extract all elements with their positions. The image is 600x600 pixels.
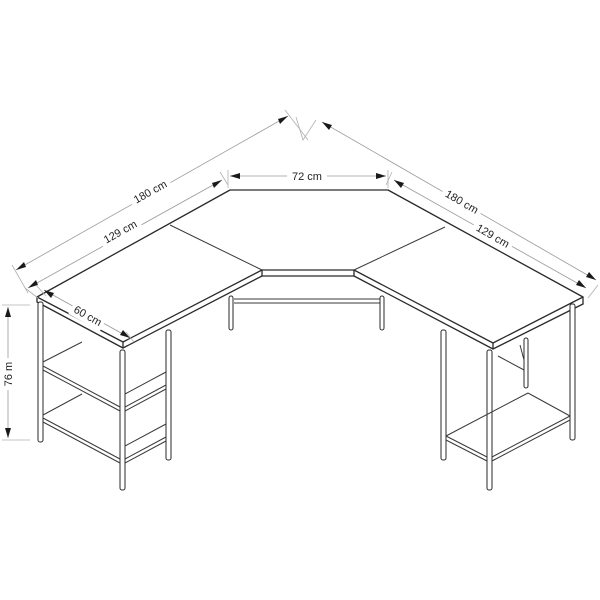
label-depth-60: 60 cm [71, 304, 103, 329]
label-height-76: 76 m [3, 362, 15, 386]
desk-top [36, 189, 584, 350]
label-center-72: 72 cm [292, 171, 322, 183]
center-support [228, 295, 385, 331]
right-wing-frame [440, 303, 576, 491]
dimension-left-180 [11, 109, 317, 294]
left-wing-frame [37, 301, 172, 491]
